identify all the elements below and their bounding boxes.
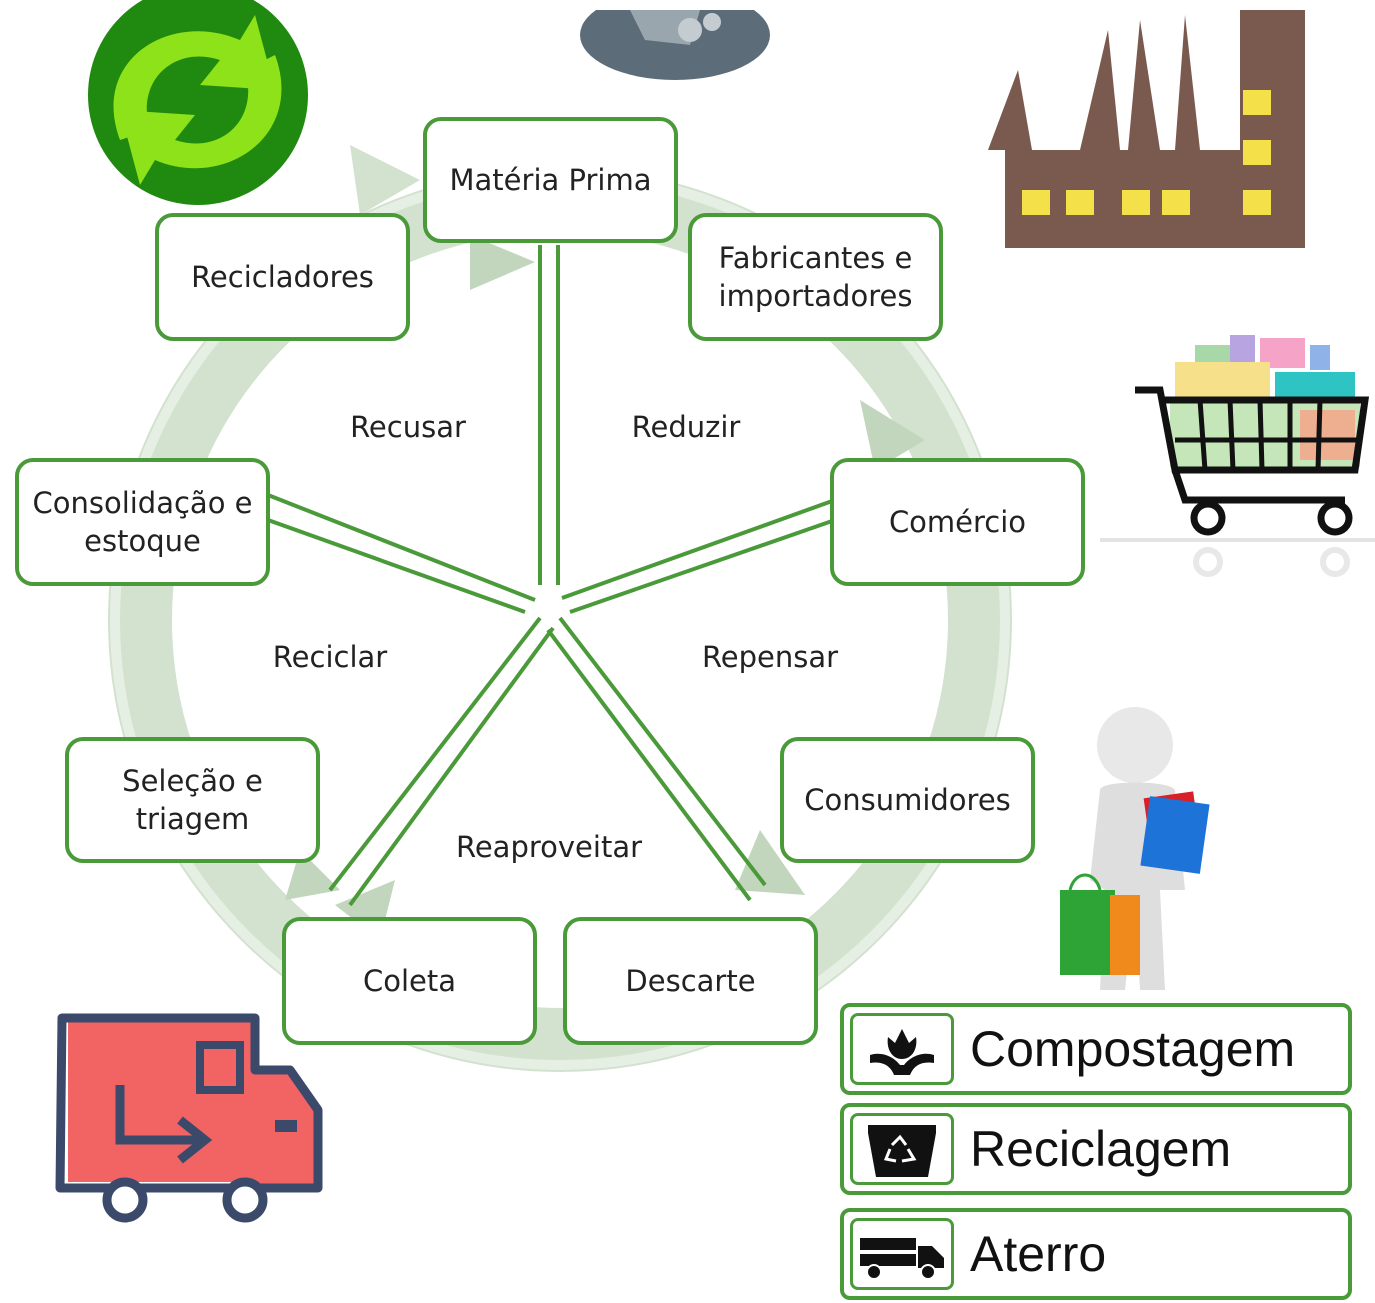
node-label: Consumidores — [804, 783, 1011, 817]
destination-label: Aterro — [970, 1226, 1107, 1282]
green-dot-recycle-logo — [88, 0, 308, 205]
delivery-truck-illustration — [55, 1013, 323, 1223]
node-consumidores: Consumidores — [780, 737, 1035, 863]
node-selecao: Seleção e triagem — [65, 737, 320, 863]
person-with-bags-illustration — [1060, 707, 1210, 990]
label-recusar: Recusar — [350, 410, 466, 444]
vehicle-partial — [580, 0, 770, 80]
label-reaproveitar: Reaproveitar — [455, 830, 643, 864]
factory-illustration — [988, 10, 1305, 248]
node-label: Comércio — [888, 505, 1027, 539]
label-reduzir: Reduzir — [631, 410, 741, 444]
spokes — [267, 245, 836, 907]
recycle-bin-icon — [850, 1113, 954, 1185]
ring-arrow-3 — [860, 400, 925, 470]
ring-arrow-1 — [350, 145, 420, 215]
ring-arrow-2 — [470, 235, 535, 290]
node-fabricantes: Fabricantes e importadores — [688, 213, 943, 341]
destination-label: Compostagem — [970, 1021, 1296, 1077]
dump-truck-icon — [850, 1218, 954, 1290]
destination-compostagem: Compostagem — [840, 1003, 1352, 1095]
node-label: Recicladores — [191, 260, 374, 294]
node-descarte: Descarte — [563, 917, 818, 1045]
node-coleta: Coleta — [282, 917, 537, 1045]
node-label: Fabricantes e importadores — [718, 241, 913, 313]
node-label: Descarte — [625, 964, 756, 998]
label-repensar: Repensar — [701, 640, 839, 674]
node-comercio: Comércio — [830, 458, 1085, 586]
flower-icon — [850, 1013, 954, 1085]
ring-arrow-4 — [735, 830, 805, 895]
label-reciclar: Reciclar — [272, 640, 388, 674]
shopping-cart-illustration — [1100, 335, 1375, 577]
node-label: Seleção e triagem — [122, 764, 263, 836]
node-label: Consolidação e estoque — [32, 486, 253, 558]
destination-reciclagem: Reciclagem — [840, 1103, 1352, 1195]
node-label: Coleta — [362, 964, 457, 998]
destination-label: Reciclagem — [970, 1121, 1232, 1177]
node-recicladores: Recicladores — [155, 213, 410, 341]
destination-aterro: Aterro — [840, 1208, 1352, 1300]
node-label: Matéria Prima — [449, 163, 652, 197]
node-consolidacao: Consolidação e estoque — [15, 458, 270, 586]
node-materia-prima: Matéria Prima — [423, 117, 678, 243]
